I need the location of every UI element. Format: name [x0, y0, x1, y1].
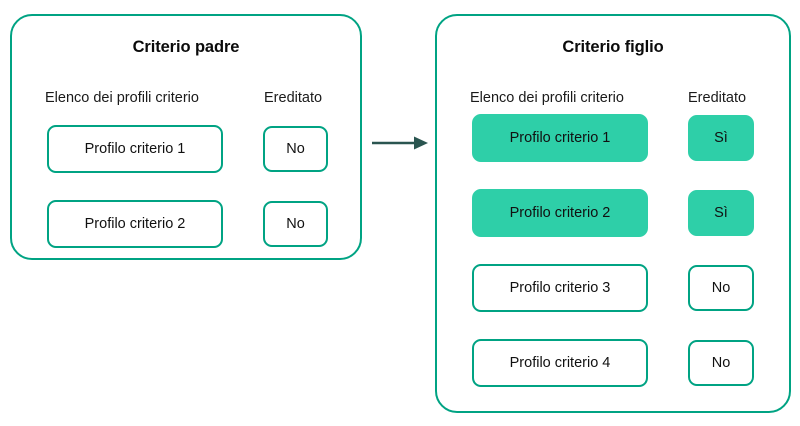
panel-criterio-padre: Criterio padre Elenco dei profili criter…	[10, 14, 362, 260]
inherited-chip[interactable]: No	[263, 126, 328, 172]
profile-chip[interactable]: Profilo criterio 3	[472, 264, 648, 312]
profile-chip[interactable]: Profilo criterio 2	[47, 200, 223, 248]
column-header-inherited-parent: Ereditato	[264, 90, 323, 106]
panel-title-child: Criterio figlio	[562, 38, 664, 56]
inherited-chip[interactable]: Sì	[688, 190, 754, 236]
inherited-chip[interactable]: No	[263, 201, 328, 247]
panel-title-parent: Criterio padre	[132, 38, 240, 56]
inherited-chip[interactable]: Sì	[688, 115, 754, 161]
profile-chip[interactable]: Profilo criterio 1	[472, 114, 648, 162]
table-row: Profilo criterio 4 No	[437, 339, 789, 387]
panel-criterio-figlio: Criterio figlio Elenco dei profili crite…	[435, 14, 791, 413]
profile-chip[interactable]: Profilo criterio 4	[472, 339, 648, 387]
column-header-profiles-child: Elenco dei profili criterio	[470, 90, 624, 106]
inherited-chip[interactable]: No	[688, 340, 754, 386]
inherited-chip[interactable]: No	[688, 265, 754, 311]
table-row: Profilo criterio 1 No	[12, 125, 360, 173]
table-row: Profilo criterio 2 Sì	[437, 189, 789, 237]
profile-chip[interactable]: Profilo criterio 1	[47, 125, 223, 173]
column-header-inherited-child: Ereditato	[688, 90, 747, 106]
column-header-profiles-parent: Elenco dei profili criterio	[45, 90, 199, 106]
profile-chip[interactable]: Profilo criterio 2	[472, 189, 648, 237]
table-row: Profilo criterio 3 No	[437, 264, 789, 312]
inheritance-arrow	[372, 128, 430, 158]
table-row: Profilo criterio 2 No	[12, 200, 360, 248]
table-row: Profilo criterio 1 Sì	[437, 114, 789, 162]
